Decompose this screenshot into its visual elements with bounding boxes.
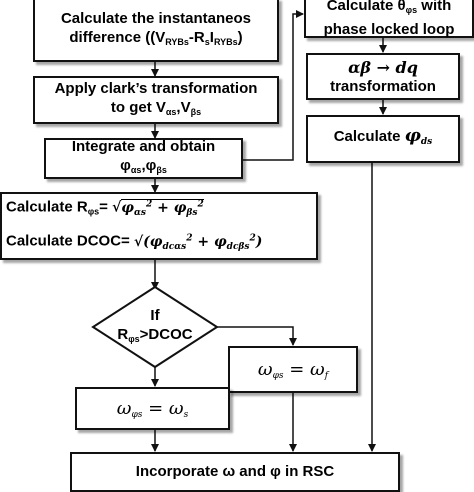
step-omega-f: ωφs = ωf <box>228 346 358 393</box>
incorporate-text: Incorporate ω and φ in RSC <box>136 462 334 481</box>
calc-r-sub: φs <box>87 207 100 217</box>
omega-f-lhs: ω <box>257 358 273 380</box>
integrate-phi1: φ <box>120 157 131 174</box>
omega-f-equation: ωφs = ωf <box>258 359 328 381</box>
step-phase-locked-loop: Calculate θφs with phase locked loop <box>304 0 474 38</box>
omega-f-rhs: ω <box>310 358 325 380</box>
step-clark-line1: Apply clark’s transformation <box>54 79 258 97</box>
pll-prefix: Calculate θ <box>326 0 406 14</box>
omega-s-rhs: ω <box>168 397 184 419</box>
decision-suffix: >DCOC <box>139 326 193 343</box>
integrate-comma: ,φ <box>141 157 157 174</box>
dq-line1: αβ → dq <box>348 57 418 77</box>
omega-s-eq: = <box>142 397 169 419</box>
calc-dcoc-formula: √(φdcαs2 + φdcβs2) <box>133 233 263 252</box>
omega-s-lhs: ω <box>116 397 132 419</box>
integrate-sub2: βs <box>156 165 167 175</box>
calc-dcoc-eq: = <box>121 232 130 250</box>
omega-f-rhs-sub: f <box>324 370 329 381</box>
clark-comma: ,V <box>176 98 191 116</box>
omega-s-equation: ωφs = ωs <box>117 398 188 420</box>
step-integrate-line1: Integrate and obtain <box>71 138 216 155</box>
decision-diamond <box>91 285 219 369</box>
calc-r-formula: √φαs2 + φβs2 <box>112 199 204 218</box>
step-calculate-phi-ds: Calculate φds <box>306 115 460 163</box>
connector-lines <box>91 10 387 452</box>
decision-line2: Rφs>DCOC <box>95 325 215 349</box>
step-clark-line2: to get Vαs,Vβs <box>111 98 201 122</box>
clark-prefix: to get V <box>110 98 166 116</box>
step-calculate-difference-line2: difference ((VRYBs-RsIRYBs) <box>69 28 242 52</box>
diff-i: I <box>209 28 214 46</box>
omega-s-lhs-sub: φs <box>131 409 143 420</box>
step-clark-transformation: Apply clark’s transformation to get Vαs,… <box>33 76 279 124</box>
phids-label: Calculate <box>333 128 405 145</box>
decision-sub: φs <box>128 334 140 344</box>
decision-text: If Rφs>DCOC <box>95 306 215 349</box>
pll-line2: phase locked loop <box>323 20 455 38</box>
clark-sub2: βs <box>190 106 202 117</box>
incorporate-part2: and φ <box>235 463 281 480</box>
step-calculate-difference-line1: Calculate the instantaneos <box>60 9 252 27</box>
calc-r-line: Calculate Rφs= √φαs2 + φβs2 <box>6 195 204 223</box>
pll-suffix: with <box>417 0 452 14</box>
step-calculate-difference: Calculate the instantaneos difference ((… <box>33 0 279 62</box>
step-dq-transformation: αβ → dq transformation <box>306 53 460 100</box>
calc-r-eq: = <box>99 199 108 216</box>
calc-dcoc-label: Calculate DCOC <box>6 232 122 250</box>
phids-sub: ds <box>420 137 433 147</box>
step-incorporate-rsc: Incorporate ω and φ in RSC <box>70 452 400 492</box>
step-integrate-line2: φαs,φβs <box>120 156 167 180</box>
decision-line1: If <box>150 307 160 324</box>
phids-phi: φ <box>404 125 421 146</box>
diff-suffix: ) <box>237 28 243 46</box>
diff-sub3: RYBs <box>213 36 238 47</box>
step-integrate-flux: Integrate and obtain φαs,φβs <box>44 138 243 179</box>
diff-sub1: RYBs <box>165 36 189 47</box>
calc-dcoc-line: Calculate DCOC= √(φdcαs2 + φdcβs2) <box>6 229 262 257</box>
diff-sub2: s <box>204 36 210 47</box>
diff-mid: -R <box>188 28 205 46</box>
clark-sub1: αs <box>165 106 177 117</box>
step-calculate-dcoc: Calculate Rφs= √φαs2 + φβs2 Calculate DC… <box>0 192 318 260</box>
arrow-decision-wf <box>217 326 297 346</box>
phids-line: Calculate φds <box>334 126 433 152</box>
integrate-sub1: αs <box>130 165 142 175</box>
pll-line1: Calculate θφs with <box>327 0 452 20</box>
diff-prefix: difference ((V <box>69 28 166 46</box>
omega-s-rhs-sub: s <box>183 409 189 420</box>
decision-r: R <box>117 326 129 343</box>
arrow-box3-pll <box>243 10 304 161</box>
calc-r-label: Calculate R <box>6 199 88 216</box>
pll-sub: φs <box>405 4 418 15</box>
incorporate-part3: in RSC <box>280 463 335 480</box>
omega-f-lhs-sub: φs <box>272 370 284 381</box>
incorporate-part1: Incorporate ω <box>135 463 236 480</box>
dq-line2: transformation <box>330 77 436 95</box>
omega-f-eq: = <box>283 358 311 380</box>
step-omega-s: ωφs = ωs <box>75 387 230 430</box>
